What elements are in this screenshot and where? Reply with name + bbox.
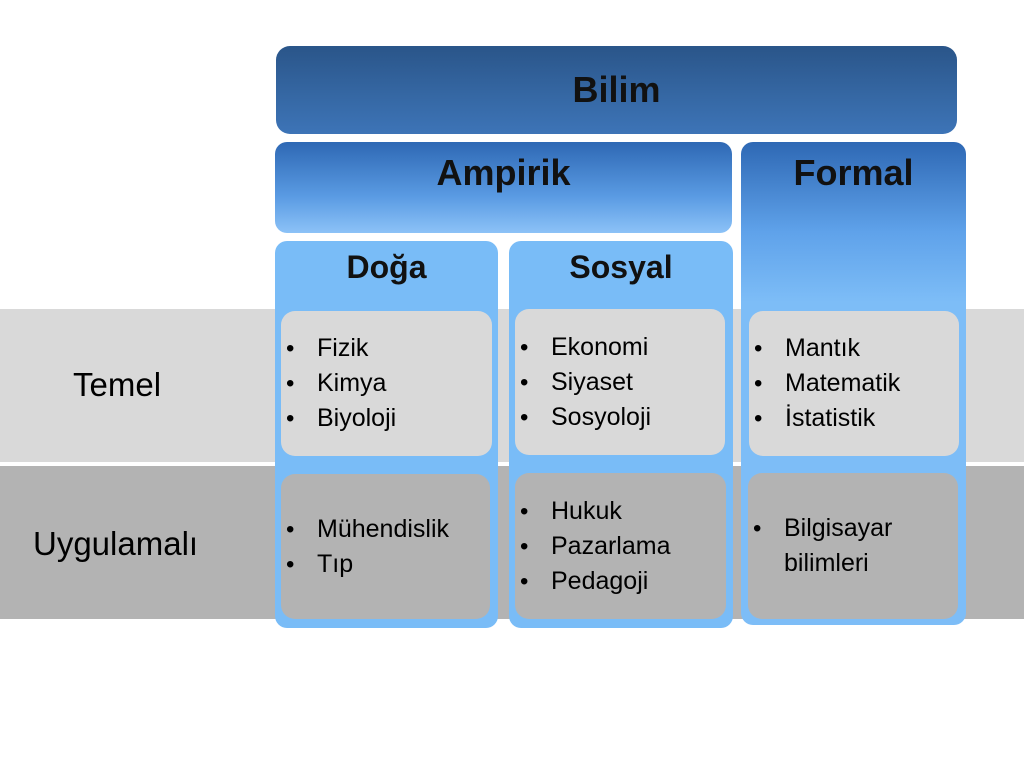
row-label-uygulamali: Uygulamalı: [33, 525, 199, 562]
cell-sosyal-uygulamali: Hukuk Pazarlama Pedagoji: [515, 473, 726, 619]
list-item: Bilgisayar bilimleri: [753, 511, 924, 581]
cell-doga-temel: Fizik Kimya Biyoloji: [281, 311, 492, 456]
cell-formal-temel: Mantık Matematik İstatistik: [749, 311, 959, 456]
category-box-ampirik: Ampirik: [275, 142, 732, 233]
subcategory-title-doga: Doğa: [346, 249, 427, 285]
cell-doga-uygulamali: Mühendislik Tıp: [281, 474, 490, 619]
cell-formal-uygulamali: Bilgisayar bilimleri: [748, 473, 958, 619]
root-title: Bilim: [572, 69, 661, 110]
list-item: Mühendislik: [286, 512, 484, 547]
list-item: Ekonomi: [520, 330, 719, 365]
bullet-list: Mühendislik Tıp: [286, 512, 484, 582]
list-item: Tıp: [286, 547, 484, 582]
category-title-ampirik: Ampirik: [436, 152, 571, 193]
bullet-list: Ekonomi Siyaset Sosyoloji: [520, 330, 719, 435]
list-item: Hukuk: [520, 494, 720, 529]
bullet-list: Mantık Matematik İstatistik: [754, 331, 953, 436]
cell-sosyal-temel: Ekonomi Siyaset Sosyoloji: [515, 309, 725, 455]
list-item: Sosyoloji: [520, 400, 719, 435]
subcategory-title-sosyal: Sosyal: [569, 249, 673, 285]
list-item: Kimya: [286, 366, 486, 401]
list-item: Pazarlama: [520, 529, 720, 564]
bullet-list: Bilgisayar bilimleri: [753, 511, 952, 581]
list-item: Siyaset: [520, 365, 719, 400]
list-item: Pedagoji: [520, 564, 720, 599]
list-item: Mantık: [754, 331, 953, 366]
root-box-bilim: Bilim: [276, 46, 957, 134]
category-title-formal: Formal: [793, 152, 914, 193]
list-item: Matematik: [754, 366, 953, 401]
bullet-list: Fizik Kimya Biyoloji: [286, 331, 486, 436]
list-item: İstatistik: [754, 401, 953, 436]
list-item: Fizik: [286, 331, 486, 366]
list-item: Biyoloji: [286, 401, 486, 436]
bullet-list: Hukuk Pazarlama Pedagoji: [520, 494, 720, 599]
row-label-temel: Temel: [73, 366, 162, 403]
